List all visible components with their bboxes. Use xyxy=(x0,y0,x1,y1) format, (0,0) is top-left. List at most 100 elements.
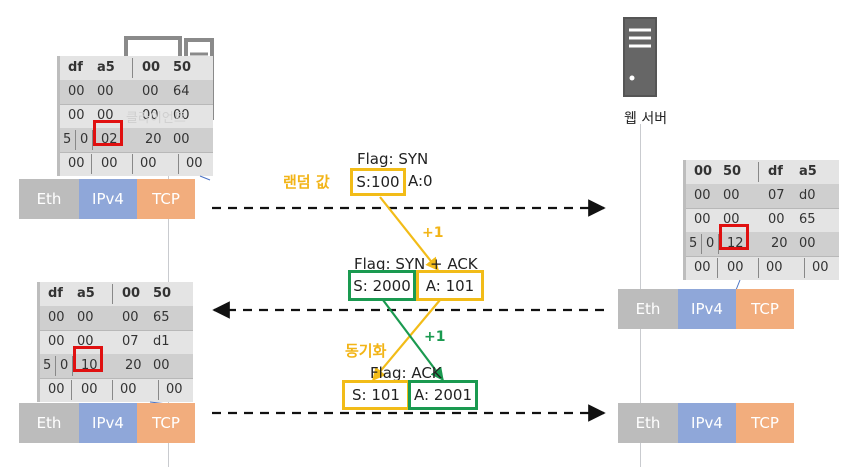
table-row: 00 00 00 00 xyxy=(60,152,213,176)
server-icon xyxy=(623,17,657,97)
divider xyxy=(758,162,759,182)
divider xyxy=(112,284,113,304)
divider xyxy=(72,356,73,376)
hex-cell: 0 xyxy=(706,236,715,251)
table-row: 00 00 00 00 xyxy=(40,378,193,402)
hex-cell: 00 xyxy=(77,334,94,349)
divider xyxy=(132,58,133,78)
hex-cell: 07 xyxy=(768,188,785,203)
hex-cell: 50 xyxy=(173,60,192,75)
syn-ack-value: A:0 xyxy=(408,172,433,190)
divider xyxy=(132,154,133,174)
hex-cell: 64 xyxy=(173,84,190,99)
divider xyxy=(91,154,92,174)
seq-plus-one-label: +1 xyxy=(422,225,444,241)
hex-cell: 00 xyxy=(173,108,190,123)
hex-cell: 00 xyxy=(166,382,183,397)
divider xyxy=(178,154,179,174)
hex-cell: df xyxy=(48,286,63,301)
hex-cell: 00 xyxy=(122,286,141,301)
hex-cell: 5 xyxy=(43,358,52,373)
divider xyxy=(71,380,72,400)
hex-cell: 0 xyxy=(60,358,69,373)
hex-cell: 00 xyxy=(77,310,94,325)
hex-cell: 00 xyxy=(694,188,711,203)
hex-cell: df xyxy=(768,164,783,179)
hex-cell: df xyxy=(68,60,83,75)
hex-cell: 00 xyxy=(799,236,816,251)
random-value-note: 랜덤 값 xyxy=(283,173,330,191)
hex-cell: 5 xyxy=(689,236,698,251)
hex-cell: 00 xyxy=(142,84,159,99)
divider xyxy=(804,258,805,278)
client-ack-tcp-header-table: df a5 00 50 00 00 00 65 00 00 07 d1 5 0 … xyxy=(37,282,193,402)
table-row: 00 50 df a5 xyxy=(686,160,839,185)
client-label: 클라이언트 xyxy=(126,111,186,126)
hex-cell: a5 xyxy=(77,286,95,301)
client-syn-packet-stack: Eth IPv4 TCP xyxy=(19,179,195,219)
hex-cell: a5 xyxy=(799,164,817,179)
hex-cell: a5 xyxy=(97,60,115,75)
hex-cell: 00 xyxy=(186,156,203,171)
syn-seq-box: S:100 xyxy=(350,168,406,196)
hex-cell: 00 xyxy=(723,188,740,203)
hex-cell: 00 xyxy=(694,212,711,227)
table-row: 5 0 10 20 00 xyxy=(40,354,193,379)
hex-cell: 50 xyxy=(153,286,172,301)
hex-cell: 00 xyxy=(68,84,85,99)
hex-cell: 00 xyxy=(727,260,744,275)
divider xyxy=(158,380,159,400)
hex-cell: 00 xyxy=(694,260,711,275)
eth-layer: Eth xyxy=(618,289,678,329)
server-tcp-header-table: 00 50 df a5 00 00 07 d0 00 00 00 65 5 0 … xyxy=(683,160,839,280)
table-row: 00 00 07 d0 xyxy=(686,184,839,209)
server-table-connector xyxy=(735,279,741,291)
hex-cell: 65 xyxy=(153,310,170,325)
ack-seq-box: S: 101 xyxy=(342,380,410,410)
eth-layer: Eth xyxy=(618,403,678,443)
hex-cell: 00 xyxy=(122,310,139,325)
divider xyxy=(701,234,702,254)
hex-cell: 50 xyxy=(723,164,742,179)
divider xyxy=(55,356,56,376)
table-row: 00 00 07 d1 xyxy=(40,330,193,355)
synack-ack-box: A: 101 xyxy=(416,270,484,301)
client-ack-flags-highlight xyxy=(73,346,103,372)
synack-flag-label: Flag: SYN + ACK xyxy=(354,255,478,273)
client-flags-highlight xyxy=(93,120,123,146)
hex-cell: 00 xyxy=(68,156,85,171)
hex-cell: 07 xyxy=(122,334,139,349)
hex-cell: 00 xyxy=(97,84,114,99)
ack-plus-one-label: +1 xyxy=(424,329,446,345)
ipv4-layer: IPv4 xyxy=(79,179,137,219)
hex-cell: 00 xyxy=(68,108,85,123)
table-row: 00 00 00 65 xyxy=(40,306,193,331)
hex-cell: 00 xyxy=(48,310,65,325)
ack-plus-one-arrow xyxy=(382,299,444,382)
table-row: 00 00 00 00 xyxy=(686,256,839,280)
hex-cell: 00 xyxy=(153,358,170,373)
sync-note: 동기화 xyxy=(345,342,387,360)
divider xyxy=(758,258,759,278)
hex-cell: 00 xyxy=(812,260,829,275)
client-table-connector xyxy=(199,175,211,181)
hex-cell: 00 xyxy=(694,164,713,179)
server-label: 웹 서버 xyxy=(624,111,668,127)
synack-seq-box: S: 2000 xyxy=(348,270,416,301)
hex-cell: 00 xyxy=(120,382,137,397)
server-flags-highlight xyxy=(719,224,749,250)
hex-cell: 00 xyxy=(48,334,65,349)
hex-cell: 00 xyxy=(81,382,98,397)
hex-cell: 65 xyxy=(799,212,816,227)
server-received-ack-stack: Eth IPv4 TCP xyxy=(618,403,794,443)
ipv4-layer: IPv4 xyxy=(678,403,736,443)
tcp-layer: TCP xyxy=(736,289,794,329)
hex-cell: 00 xyxy=(140,156,157,171)
eth-layer: Eth xyxy=(19,403,79,443)
hex-cell: 00 xyxy=(142,108,159,123)
hex-cell: d1 xyxy=(153,334,170,349)
hex-cell: 00 xyxy=(101,156,118,171)
tcp-layer: TCP xyxy=(137,403,195,443)
hex-cell: d0 xyxy=(799,188,816,203)
